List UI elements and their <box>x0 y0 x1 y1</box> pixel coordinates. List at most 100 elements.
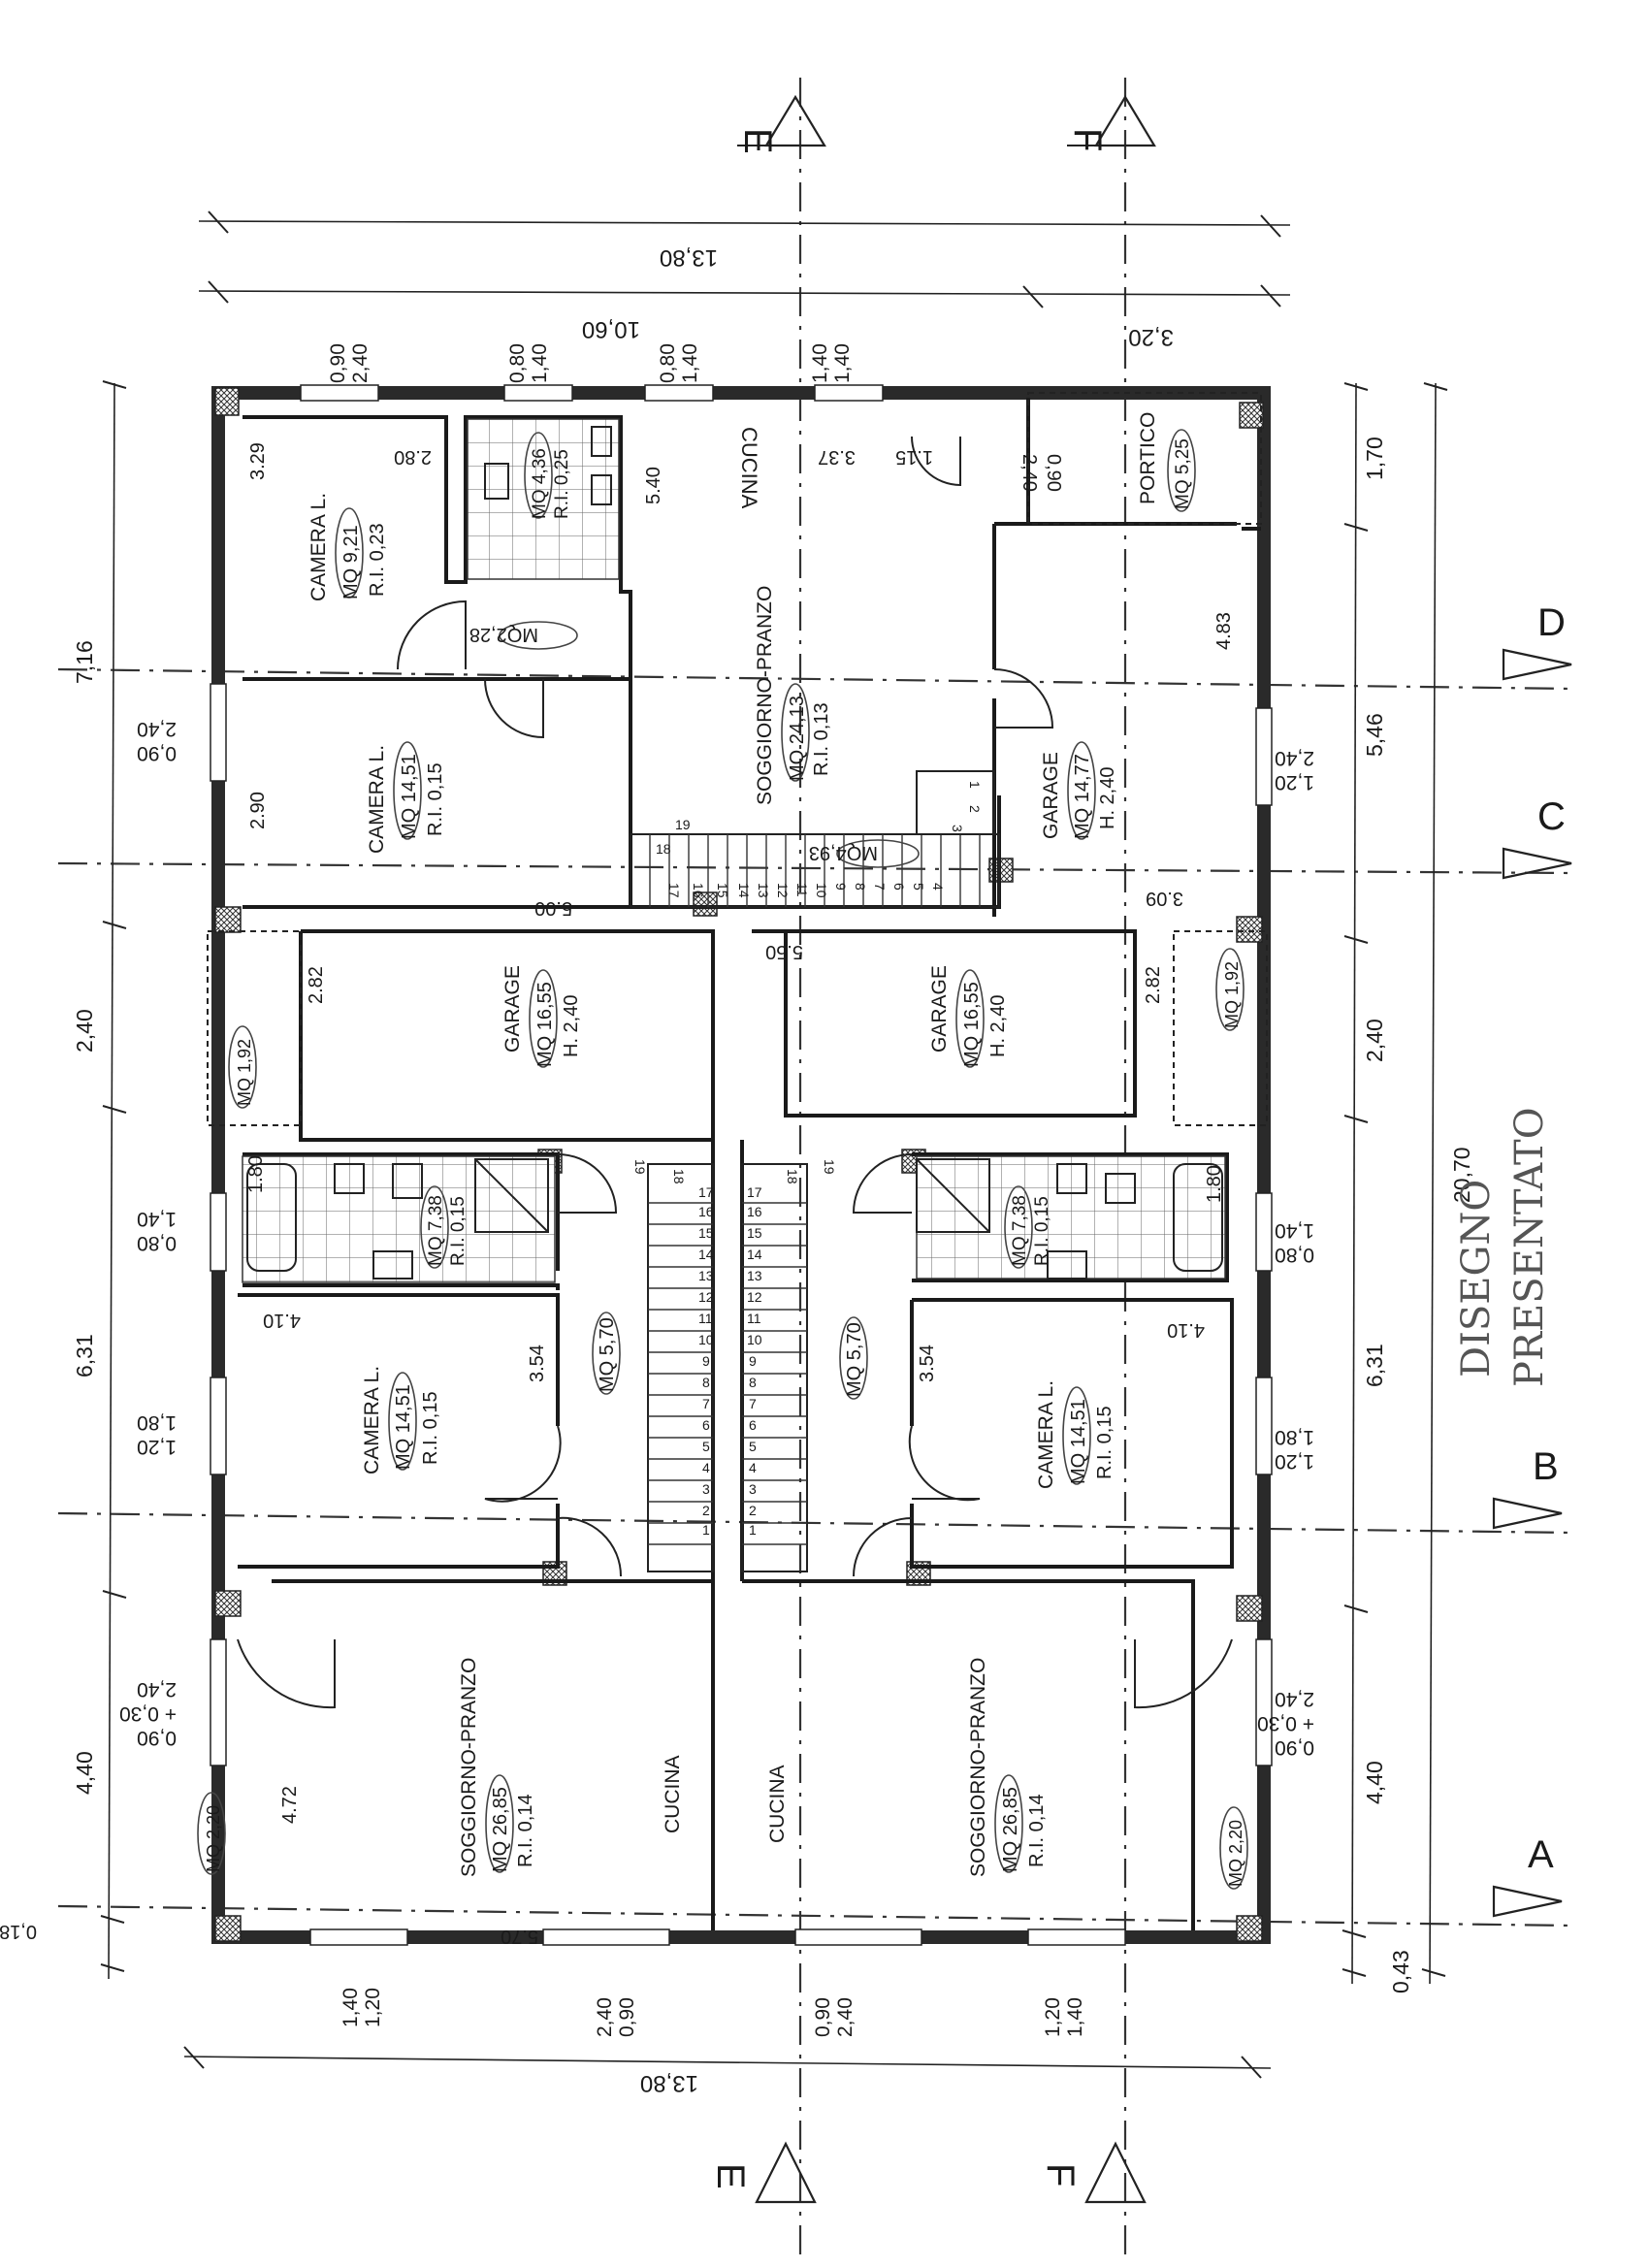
svg-text:1,40: 1,40 <box>831 343 854 383</box>
svg-text:4: 4 <box>930 883 946 891</box>
svg-text:C: C <box>1537 795 1566 838</box>
svg-text:9: 9 <box>833 883 849 891</box>
svg-text:2.82: 2.82 <box>1143 966 1164 1004</box>
section-line-d <box>57 667 1572 691</box>
svg-text:MQ 5,25: MQ 5,25 <box>1173 438 1193 509</box>
svg-text:DISEGNO: DISEGNO <box>1454 1180 1499 1377</box>
svg-text:A: A <box>1528 1833 1554 1876</box>
svg-text:7: 7 <box>702 1396 710 1411</box>
svg-text:2.90: 2.90 <box>247 792 269 829</box>
svg-text:GARAGE: GARAGE <box>501 965 524 1053</box>
svg-text:0,80: 0,80 <box>506 343 529 383</box>
svg-text:B: B <box>1533 1445 1559 1488</box>
svg-text:13,80: 13,80 <box>640 2070 698 2096</box>
svg-text:1,40: 1,40 <box>529 343 551 383</box>
svg-text:1,70: 1,70 <box>1362 437 1387 480</box>
room-camera-left: CAMERA L. MQ 14,51 R.I. 0,15 4.10 3.54 <box>263 1310 548 1474</box>
svg-text:MQ 4,36: MQ 4,36 <box>530 448 550 519</box>
top-opening-3: 0,80 1,40 <box>657 343 701 383</box>
svg-text:6: 6 <box>702 1417 710 1433</box>
svg-text:MQ 5,70: MQ 5,70 <box>844 1322 865 1397</box>
section-e-bottom: E <box>709 2141 817 2204</box>
svg-text:18: 18 <box>656 841 671 857</box>
room-camera-top: CAMERA L. MQ 9,21 R.I. 0,23 3.29 2.80 <box>247 442 432 601</box>
svg-text:12: 12 <box>775 883 791 898</box>
svg-text:3.29: 3.29 <box>247 442 269 480</box>
svg-text:19: 19 <box>632 1159 648 1175</box>
svg-text:2,40: 2,40 <box>1018 454 1040 492</box>
svg-text:1,20: 1,20 <box>1042 1997 1064 2037</box>
room-corridor-left: MQ 5,70 <box>592 1312 621 1395</box>
svg-text:3: 3 <box>749 1481 757 1497</box>
svg-text:+ 0,30: + 0,30 <box>119 1702 177 1725</box>
svg-text:16: 16 <box>747 1204 762 1219</box>
svg-text:2.82: 2.82 <box>306 966 327 1004</box>
svg-text:2: 2 <box>749 1503 757 1518</box>
room-soggiorno-right: SOGGIORNO-PRANZO MQ 26,85 R.I. 0,14 CUCI… <box>766 1658 1048 1877</box>
svg-text:0,43: 0,43 <box>1388 1950 1413 1993</box>
doors <box>237 436 1233 1709</box>
svg-text:13: 13 <box>747 1268 762 1283</box>
svg-text:MQ 1,92: MQ 1,92 <box>1222 961 1242 1028</box>
svg-text:10: 10 <box>698 1332 714 1347</box>
svg-text:1,40: 1,40 <box>340 1988 362 2027</box>
svg-text:R.I. 0,15: R.I. 0,15 <box>420 1391 441 1465</box>
section-d: D <box>1502 601 1572 681</box>
svg-text:H. 2,40: H. 2,40 <box>561 995 582 1057</box>
svg-text:CAMERA L.: CAMERA L. <box>361 1366 383 1474</box>
svg-text:15: 15 <box>747 1225 762 1241</box>
svg-text:1,40: 1,40 <box>809 343 831 383</box>
svg-text:3.37: 3.37 <box>818 446 856 468</box>
svg-text:2,40: 2,40 <box>594 1997 616 2037</box>
right-dimensions: 1,70 5,46 2,40 6,31 4,40 0,43 20,70 <box>1342 382 1474 1993</box>
svg-text:6,31: 6,31 <box>1362 1344 1387 1387</box>
svg-text:4: 4 <box>749 1460 757 1475</box>
room-corridor-right: MQ 5,70 <box>839 1316 868 1400</box>
svg-text:3.09: 3.09 <box>1146 888 1183 909</box>
svg-text:1.80: 1.80 <box>245 1155 267 1193</box>
svg-text:MQ 16,55: MQ 16,55 <box>534 982 556 1067</box>
svg-text:H. 2,40: H. 2,40 <box>987 995 1009 1057</box>
svg-text:1: 1 <box>967 781 983 789</box>
top-dimensions: 13,80 10,60 3,20 0,90 2,40 0,80 1,40 0,8… <box>198 211 1291 383</box>
svg-text:5: 5 <box>702 1439 710 1454</box>
window-openings <box>210 384 1273 1946</box>
svg-text:0,90: 0,90 <box>616 1997 638 2037</box>
svg-text:15: 15 <box>715 883 730 898</box>
svg-text:MQ 26,85: MQ 26,85 <box>1000 1787 1021 1872</box>
svg-text:MQ 1,92: MQ 1,92 <box>235 1039 254 1106</box>
svg-text:SOGGIORNO-PRANZO: SOGGIORNO-PRANZO <box>458 1658 480 1877</box>
svg-text:CAMERA L.: CAMERA L. <box>307 493 330 601</box>
svg-text:F: F <box>1039 2163 1082 2187</box>
svg-text:7: 7 <box>749 1396 757 1411</box>
section-a: A <box>1492 1833 1563 1918</box>
svg-text:3: 3 <box>702 1481 710 1497</box>
section-b: B <box>1492 1445 1563 1530</box>
svg-text:1,80: 1,80 <box>1275 1426 1314 1448</box>
svg-text:5.50: 5.50 <box>765 941 803 962</box>
svg-text:4.10: 4.10 <box>263 1310 301 1331</box>
svg-text:4,40: 4,40 <box>1362 1761 1387 1804</box>
svg-text:16: 16 <box>698 1204 714 1219</box>
svg-text:1,20: 1,20 <box>362 1988 384 2027</box>
svg-text:11: 11 <box>698 1311 713 1326</box>
svg-text:16: 16 <box>691 883 706 898</box>
svg-text:MQ 7,38: MQ 7,38 <box>426 1195 446 1266</box>
svg-text:CUCINA: CUCINA <box>766 1765 789 1843</box>
svg-text:3,20: 3,20 <box>1128 324 1174 350</box>
svg-text:13,80: 13,80 <box>660 244 718 271</box>
svg-text:5,46: 5,46 <box>1362 713 1387 757</box>
svg-text:1: 1 <box>702 1522 710 1538</box>
svg-text:14: 14 <box>747 1247 762 1262</box>
svg-text:GARAGE: GARAGE <box>928 965 951 1053</box>
svg-text:10: 10 <box>747 1332 762 1347</box>
svg-text:0,90: 0,90 <box>1275 1736 1314 1759</box>
svg-text:0,90: 0,90 <box>137 742 177 764</box>
section-c: C <box>1502 795 1572 880</box>
svg-text:1.80: 1.80 <box>1204 1165 1225 1203</box>
svg-text:2,40: 2,40 <box>1275 1688 1314 1710</box>
svg-text:2,40: 2,40 <box>349 343 372 383</box>
svg-text:2,40: 2,40 <box>834 1997 857 2037</box>
room-disimpegno-top: MQ2,28 <box>469 621 578 650</box>
room-soggiorno-left: SOGGIORNO-PRANZO MQ 26,85 R.I. 0,14 CUCI… <box>279 1658 684 1947</box>
